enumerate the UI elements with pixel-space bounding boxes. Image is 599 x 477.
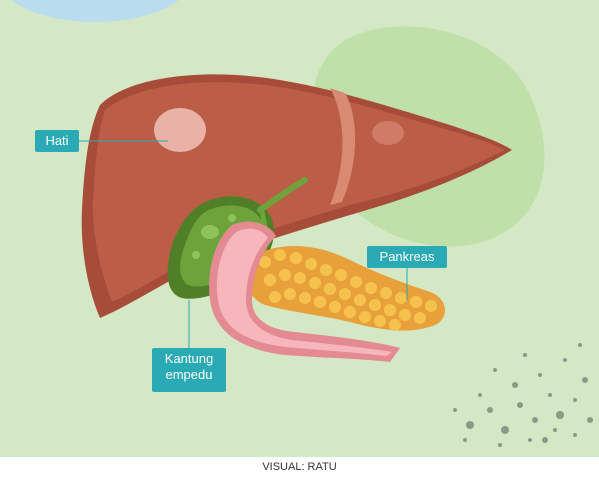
gallbladder-label: Kantung empedu	[152, 348, 226, 392]
gallbladder-label-line1: Kantung	[164, 351, 214, 366]
pancreas-label: Pankreas	[367, 246, 447, 268]
leader-lines	[79, 140, 408, 348]
image-credit-caption: VISUAL: RATU	[0, 457, 599, 477]
duodenum-shape	[209, 221, 400, 362]
pancreas-shape	[246, 245, 446, 331]
blue-blob-decoration	[11, 0, 179, 22]
gallbladder-label-line2: empedu	[165, 367, 213, 382]
anatomy-illustration	[0, 0, 599, 457]
dot-speckles-decoration	[453, 343, 593, 447]
liver-label: Hati	[35, 130, 79, 152]
